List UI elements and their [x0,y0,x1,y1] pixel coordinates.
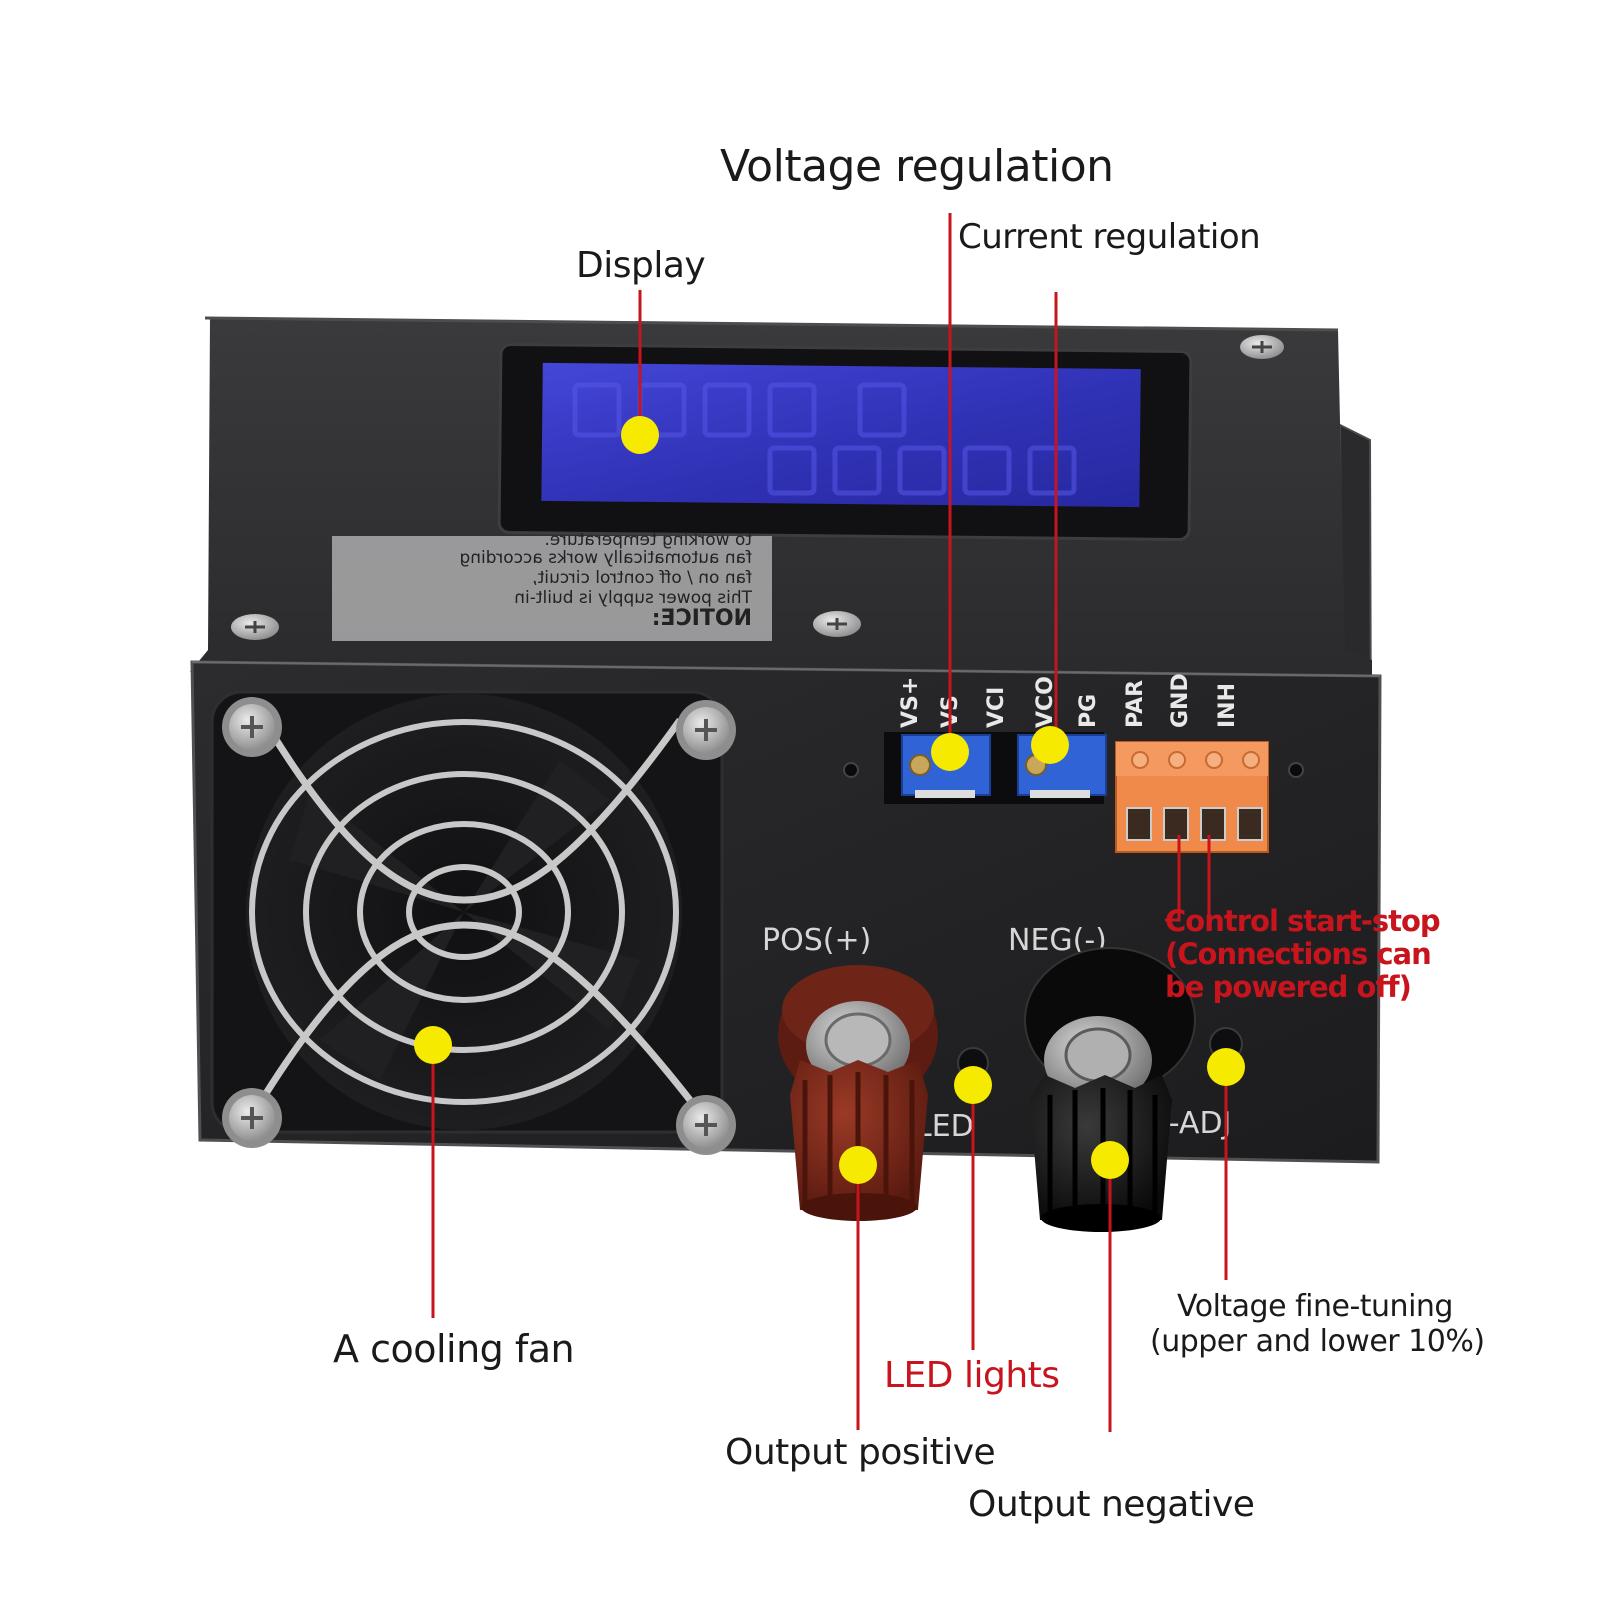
display-label: Display [576,245,706,286]
terminal-label: PG [1076,694,1101,728]
negative-terminal-knob [1024,947,1196,1232]
voltage-fine-tuning-line: Voltage fine-tuning [1177,1289,1453,1324]
cooling-fan-label: A cooling fan [333,1327,575,1371]
marker-dot-voltage-regulation [931,733,969,771]
top-screw [231,614,279,640]
positive-terminal-knob [778,965,938,1221]
marker-dots [414,416,1245,1184]
terminal-label: VCI [984,687,1009,728]
chassis-front-bevel [191,661,1381,677]
callout-lines [431,213,1228,1432]
fan-screw [676,700,736,760]
chassis-top-edge [204,316,1339,332]
output-positive-label: Output positive [725,1432,996,1473]
terminal-block [1115,741,1269,853]
marker-dot-current-regulation [1031,726,1069,764]
notice-line: fan on / off control circuit, [532,568,752,588]
voltage-regulation-label: Voltage regulation [720,141,1114,192]
cooling-fan [210,690,736,1155]
marker-dot-voltage-fine-tuning [1207,1048,1245,1086]
voltage-fine-tuning-line: (upper and lower 10%) [1150,1323,1485,1359]
panel-hole [1288,762,1304,778]
notice-title: NOTICE: [652,606,752,631]
fan-screw [222,697,282,757]
fan-screw [222,1088,282,1148]
terminal-label: GND [1168,673,1193,728]
marker-dot-led-lights [954,1066,992,1104]
notice-line: This power supply is built-in [514,588,753,608]
terminal-label: VS+ [898,677,923,728]
output-negative-label: Output negative [968,1484,1255,1525]
terminal-label: VCO [1033,676,1058,728]
control-start-stop-line: be powered off) [1165,970,1412,1005]
voltage-fine-tuning-label: Voltage fine-tuning (upper and lower 10%… [1150,1289,1485,1359]
display-digit-segments [572,382,1077,496]
notice-line: fan automatically works according [459,548,752,568]
lcd-display [497,342,1193,542]
top-screw [813,611,861,637]
top-screw [1240,335,1284,359]
terminal-label: INH [1215,683,1240,728]
fan-screw [676,1095,736,1155]
led-lights-label: LED lights [884,1355,1060,1396]
fan-grill [249,717,693,1105]
control-start-stop-line: Control start-stop [1165,904,1441,938]
pos-terminal-label: POS(+) [762,923,871,958]
display-screen [541,362,1141,508]
control-start-stop-line: (Connections can [1165,937,1432,972]
notice-line: to working temperature. [544,530,752,550]
marker-dot-cooling-fan [414,1026,452,1064]
marker-dot-output-negative [1091,1141,1129,1179]
terminal-label: PAR [1123,680,1148,728]
panel-hole [843,762,859,778]
callout-line-control-start-stop [1165,835,1211,922]
marker-dot-output-positive [839,1146,877,1184]
notice-sticker-background [332,536,772,641]
marker-dot-display [621,416,659,454]
notice-sticker: NOTICE: This power supply is built-in fa… [332,530,772,641]
terminal-labels: VS+ VS VCI VCO PG PAR GND INH [898,673,1240,728]
control-start-stop-label: Control start-stop (Connections can be p… [1165,904,1441,1005]
current-regulation-label: Current regulation [958,217,1261,257]
